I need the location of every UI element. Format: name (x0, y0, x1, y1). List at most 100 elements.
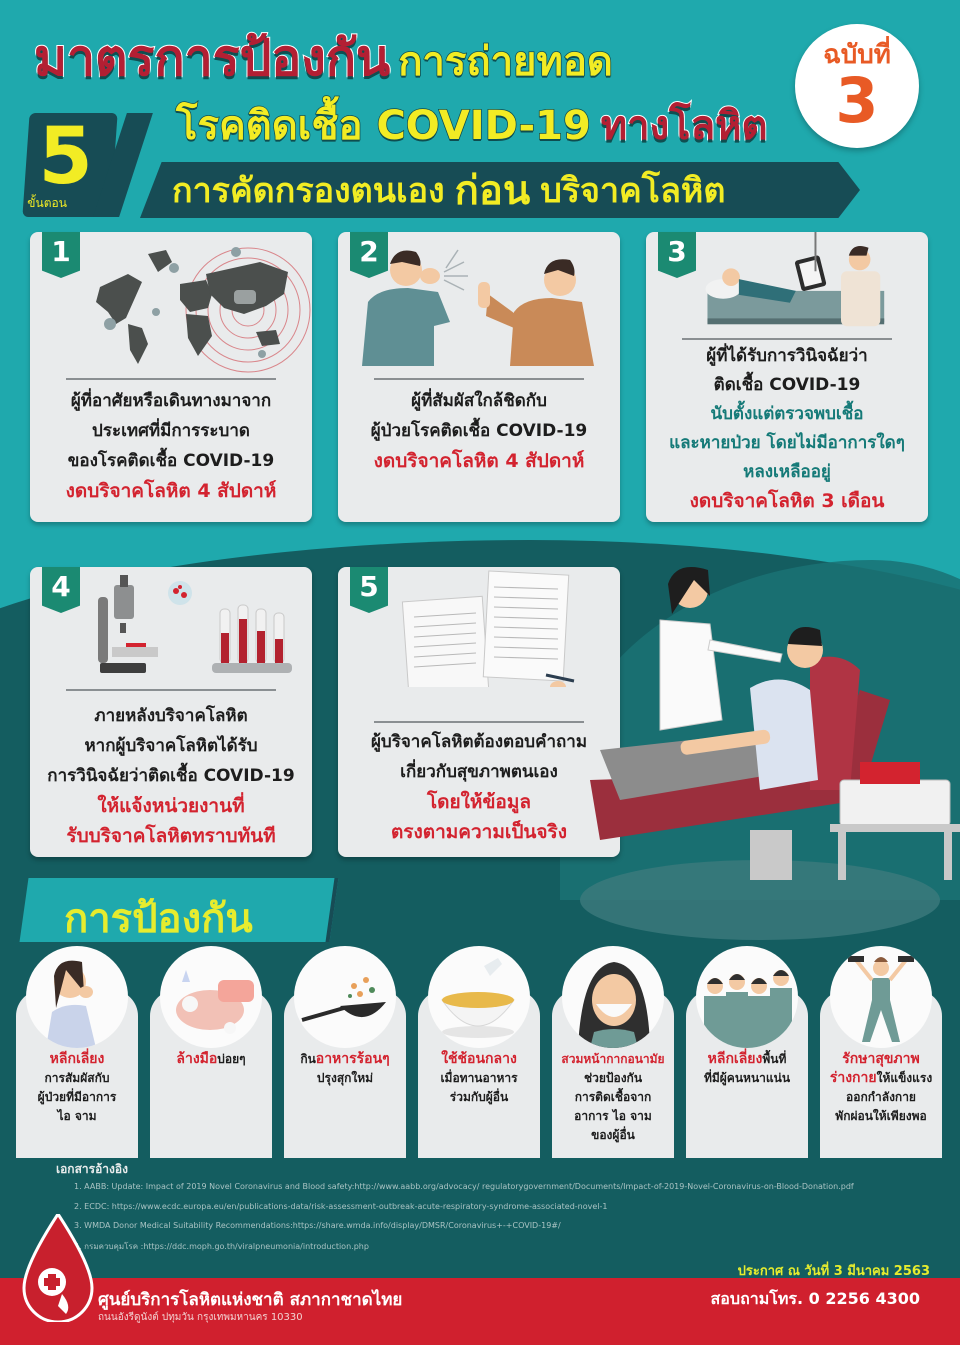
steps-number: 5 (38, 112, 93, 202)
main-title-line2: โรคติดเชื้อ COVID-19 ทางโลหิต (175, 100, 768, 152)
footer-bar (0, 1278, 960, 1345)
world-map-virus-icon (96, 247, 311, 373)
step2-line2: ผู้ป่วยโรคติดเชื้อ COVID-19 (370, 421, 588, 441)
step5-line2: เกี่ยวกับสุขภาพตนเอง (400, 762, 558, 782)
step4-red-line1: ให้แจ้งหน่วยงานที่ (97, 795, 245, 817)
reference-1: 1. AABB: Update: Impact of 2019 Novel Co… (74, 1182, 854, 1191)
prevention-6-line1: ที่มีผู้คนหนาแน่น (703, 1071, 791, 1085)
prevention-text-2: ล้างมือบ่อยๆ (150, 1050, 272, 1069)
step-badge-1: 1 (42, 232, 80, 278)
step1-line1: ผู้ที่อาศัยหรือเดินทางมาจาก (70, 391, 272, 411)
step-text-3: ผู้ที่ได้รับการวินิจฉัยว่า ติดเชื้อ COVI… (652, 342, 922, 516)
step-text-2: ผู้ที่สัมผัสใกล้ชิดกับ ผู้ป่วยโรคติดเชื้… (344, 386, 614, 476)
prevention-3-highlight: อาหารร้อนๆ (315, 1051, 390, 1067)
step4-line3: การวินิจฉัยว่าติดเชื้อ COVID-19 (47, 766, 295, 786)
prevention-4-highlight: ใช้ช้อนกลาง (441, 1051, 517, 1067)
prevention-7-rest2: ให้แข็งแรง (876, 1071, 933, 1085)
step-text-4: ภายหลังบริจาคโลหิต หากผู้บริจาคโลหิตได้ร… (36, 701, 306, 851)
step4-line2: หากผู้บริจาคโลหิตได้รับ (84, 736, 258, 756)
step-text-1: ผู้ที่อาศัยหรือเดินทางมาจาก ประเทศที่มีก… (36, 386, 306, 506)
prevention-5-line3: อาการ ไอ จาม (574, 1109, 652, 1123)
card-divider (374, 721, 584, 723)
step-card-1: 1 ผู้ที่อาศัยหรือเดินทางมาจาก ประเทศที่ม… (30, 232, 312, 522)
prevention-3-line1: ปรุงสุกใหม่ (316, 1071, 374, 1085)
prevention-7-line1: ออกกำลังกาย (846, 1090, 916, 1104)
step3-line1: ผู้ที่ได้รับการวินิจฉัยว่า (706, 346, 868, 366)
step5-line1: ผู้บริจาคโลหิตต้องตอบคำถาม (370, 732, 588, 752)
title-prevention-measures: มาตรการป้องกัน (33, 28, 391, 88)
step-card-2: 2 ผู้ที่สัมผัสใกล้ชิดกับ ผู้ป่วยโรคติดเช… (338, 232, 620, 522)
prevention-2-highlight: ล้างมือ (176, 1051, 218, 1067)
announcement-date: ประกาศ ณ วันที่ 3 มีนาคม 2563 (737, 1264, 930, 1279)
prevention-text-6: หลีกเลี่ยงพื้นที่ ที่มีผู้คนหนาแน่น (686, 1050, 808, 1088)
title-transmission: การถ่ายทอด (397, 38, 613, 86)
step2-restriction: งดบริจาคโลหิต 4 สัปดาห์ (373, 450, 585, 472)
face-mask-woman-icon (562, 946, 664, 1048)
reference-3: 3. WMDA Donor Medical Suitability Recomm… (74, 1221, 561, 1230)
step-card-5: 5 ผู้บริจาคโลหิตต้องตอบคำถาม เกี่ยวกับสุ… (338, 567, 620, 857)
subtitle-blood-donation: บริจาคโลหิต (540, 171, 726, 211)
prevention-5-line1: ช่วยป้องกัน (583, 1071, 643, 1085)
prevention-4-line2: ร่วมกับผู้อื่น (449, 1090, 509, 1104)
step1-line2: ประเทศที่มีการระบาด (92, 421, 250, 441)
card-divider (374, 378, 584, 380)
blood-drop-logo-icon (22, 1214, 94, 1322)
step-text-5: ผู้บริจาคโลหิตต้องตอบคำถาม เกี่ยวกับสุขภ… (344, 727, 614, 847)
hand-washing-icon (160, 946, 262, 1048)
prevention-6-rest: พื้นที่ (762, 1052, 787, 1066)
step1-line3: ของโรคติดเชื้อ COVID-19 (67, 451, 275, 471)
coughing-woman-icon (26, 946, 128, 1048)
questionnaire-form-icon (401, 570, 575, 687)
microscope-blood-tubes-icon (98, 575, 292, 673)
prevention-1-line1: การสัมผัสกับ (44, 1071, 110, 1085)
prevention-text-3: กินอาหารร้อนๆ ปรุงสุกใหม่ (284, 1050, 406, 1088)
card-divider (66, 689, 276, 691)
step-badge-4: 4 (42, 567, 80, 613)
wok-pan-icon (294, 946, 396, 1048)
prevention-1-highlight: หลีกเลี่ยง (49, 1051, 105, 1067)
reference-4: 4. กรมควบคุมโรค :https://ddc.moph.go.th/… (74, 1242, 369, 1251)
coughing-person-icon (362, 249, 594, 366)
prevention-5-highlight: สวมหน้ากากอนามัย (561, 1052, 665, 1066)
prevention-1-line2: ผู้ป่วยที่มีอาการ (37, 1090, 117, 1104)
step-badge-5: 5 (350, 567, 388, 613)
step4-red-line2: รับบริจาคโลหิตทราบทันที (66, 825, 276, 847)
prevention-7-line2: พักผ่อนให้เพียงพอ (835, 1109, 927, 1123)
prevention-title: การป้องกัน (64, 896, 253, 942)
step2-line1: ผู้ที่สัมผัสใกล้ชิดกับ (411, 391, 547, 411)
subtitle-before: ก่อน (454, 168, 531, 214)
blood-donation-illustration (590, 567, 960, 880)
main-title-line1: มาตรการป้องกัน การถ่ายทอด (33, 18, 614, 88)
step-badge-2: 2 (350, 232, 388, 278)
prevention-text-5: สวมหน้ากากอนามัย ช่วยป้องกัน การติดเชื้อ… (552, 1050, 674, 1145)
step1-restriction: งดบริจาคโลหิต 4 สัปดาห์ (65, 480, 277, 502)
edition-number: 3 (835, 64, 879, 137)
references-title: เอกสารอ้างอิง (56, 1162, 128, 1176)
step-card-4: 4 ภายหลังบริจาคโลหิต หากผู้บริจาคโลหิตได… (30, 567, 312, 857)
crowd-icon (696, 946, 798, 1048)
card-divider (682, 338, 892, 340)
prevention-5-line2: การติดเชื้อจาก (574, 1090, 652, 1104)
prevention-3-pre: กิน (300, 1052, 316, 1066)
steps-label: ขั้นตอน (27, 196, 67, 210)
prevention-7-highlight: รักษาสุขภาพ (842, 1051, 920, 1067)
step3-teal-line1: นับตั้งแต่ตรวจพบเชื้อ (710, 404, 864, 424)
step3-line2: ติดเชื้อ COVID-19 (713, 375, 861, 395)
exercise-dumbbell-icon (830, 946, 932, 1048)
organization-name: ศูนย์บริการโลหิตแห่งชาติ สภากาชาดไทย (98, 1290, 403, 1310)
prevention-text-1: หลีกเลี่ยง การสัมผัสกับ ผู้ป่วยที่มีอากา… (16, 1050, 138, 1126)
prevention-1-line3: ไอ จาม (57, 1109, 97, 1123)
edition-badge: ฉบับที่ 3 (795, 24, 919, 148)
reference-2: 2. ECDC: https://www.ecdc.europa.eu/en/p… (74, 1202, 608, 1211)
step4-line1: ภายหลังบริจาคโลหิต (94, 706, 248, 726)
patient-bed-doctor-icon (705, 232, 885, 327)
prevention-4-line1: เมื่อทานอาหาร (440, 1071, 518, 1085)
organization-address: ถนนอังรีดูนังต์ ปทุมวัน กรุงเทพมหานคร 10… (98, 1312, 303, 1323)
subtitle-self-screening: การคัดกรองตนเอง (172, 171, 445, 211)
step5-red-line2: ตรงตามความเป็นจริง (390, 821, 568, 843)
step-card-3: 3 ผู้ที่ได้รับการวินิจฉัยว่า ติดเชื้อ CO… (646, 232, 928, 522)
step3-restriction: งดบริจาคโลหิต 3 เดือน (689, 490, 885, 512)
contact-phone: สอบถามโทร. 0 2256 4300 (710, 1289, 920, 1308)
step3-teal-line2: และหายป่วย โดยไม่มีอาการใดๆ (669, 433, 905, 453)
card-divider (66, 378, 276, 380)
